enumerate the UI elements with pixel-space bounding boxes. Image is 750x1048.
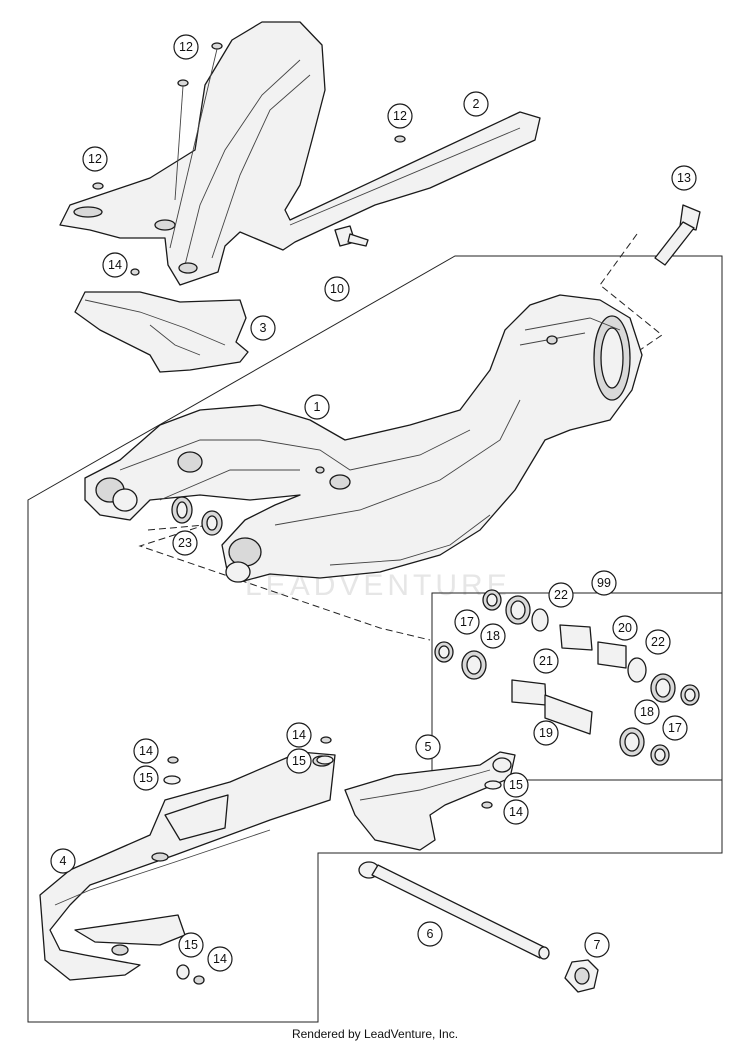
callout-label: 15 — [509, 778, 523, 792]
callout-label: 10 — [330, 282, 344, 296]
callout-17: 17 — [454, 609, 480, 635]
callout-22: 22 — [645, 629, 671, 655]
callout-3: 3 — [250, 315, 276, 341]
callout-14: 14 — [102, 252, 128, 278]
callout-99: 99 — [591, 570, 617, 596]
callout-label: 19 — [539, 726, 553, 740]
dashed-leader-pivot — [138, 524, 431, 641]
bearing-kit-frame — [431, 592, 723, 781]
swingarm-axle — [358, 861, 550, 960]
callout-label: 14 — [509, 805, 523, 819]
pivot-bolt-13 — [654, 204, 701, 266]
callout-label: 18 — [486, 629, 500, 643]
bolt-10 — [334, 225, 369, 247]
callout-label: 22 — [651, 635, 665, 649]
callout-12: 12 — [82, 146, 108, 172]
callout-label: 15 — [184, 938, 198, 952]
callout-label: 12 — [179, 40, 193, 54]
bearing-kit-parts — [434, 589, 700, 766]
callout-label: 23 — [178, 536, 192, 550]
callout-14: 14 — [286, 722, 312, 748]
callout-label: 14 — [108, 258, 122, 272]
callout-label: 99 — [597, 576, 611, 590]
callout-label: 21 — [539, 654, 553, 668]
washers-screws — [163, 736, 502, 985]
callout-label: 17 — [668, 721, 682, 735]
callout-label: 18 — [640, 705, 654, 719]
callout-label: 15 — [292, 754, 306, 768]
footer-credit: Rendered by LeadVenture, Inc. — [291, 1027, 459, 1041]
callout-15: 15 — [133, 765, 159, 791]
swingarm — [84, 294, 643, 583]
callout-22: 22 — [548, 582, 574, 608]
callout-2: 2 — [463, 91, 489, 117]
callout-5: 5 — [415, 734, 441, 760]
callout-label: 14 — [213, 952, 227, 966]
callout-1: 1 — [304, 394, 330, 420]
callout-label: 7 — [594, 938, 601, 952]
callout-label: 17 — [460, 615, 474, 629]
callout-4: 4 — [50, 848, 76, 874]
callout-19: 19 — [533, 720, 559, 746]
callout-label: 6 — [427, 927, 434, 941]
callout-14: 14 — [133, 738, 159, 764]
bearing-23 — [171, 496, 223, 536]
callout-18: 18 — [634, 699, 660, 725]
callout-13: 13 — [671, 165, 697, 191]
callout-label: 22 — [554, 588, 568, 602]
dashed-leader-bolt — [599, 233, 663, 351]
callout-18: 18 — [480, 623, 506, 649]
callout-label: 1 — [314, 400, 321, 414]
callout-21: 21 — [533, 648, 559, 674]
callout-20: 20 — [612, 615, 638, 641]
assembly-frame-outline — [27, 255, 723, 1023]
callout-7: 7 — [584, 932, 610, 958]
callout-label: 3 — [260, 321, 267, 335]
callout-label: 5 — [425, 740, 432, 754]
callout-label: 2 — [473, 97, 480, 111]
callout-14: 14 — [503, 799, 529, 825]
screw-14-upper — [130, 268, 140, 276]
callout-10: 10 — [324, 276, 350, 302]
callout-23: 23 — [172, 530, 198, 556]
callout-label: 12 — [393, 109, 407, 123]
callout-label: 14 — [292, 728, 306, 742]
rear-fender-chain-guard — [59, 21, 541, 286]
callout-17: 17 — [662, 715, 688, 741]
callout-label: 12 — [88, 152, 102, 166]
callout-15: 15 — [503, 772, 529, 798]
chain-guide-bracket — [74, 291, 249, 373]
axle-nut — [564, 959, 599, 993]
callout-15: 15 — [178, 932, 204, 958]
callout-14: 14 — [207, 946, 233, 972]
callout-12: 12 — [173, 34, 199, 60]
chain-slider — [344, 751, 516, 851]
callout-label: 14 — [139, 744, 153, 758]
callout-15: 15 — [286, 748, 312, 774]
callout-label: 4 — [60, 854, 67, 868]
callout-6: 6 — [417, 921, 443, 947]
callout-label: 20 — [618, 621, 632, 635]
callout-label: 15 — [139, 771, 153, 785]
callout-label: 13 — [677, 171, 691, 185]
callout-12: 12 — [387, 103, 413, 129]
